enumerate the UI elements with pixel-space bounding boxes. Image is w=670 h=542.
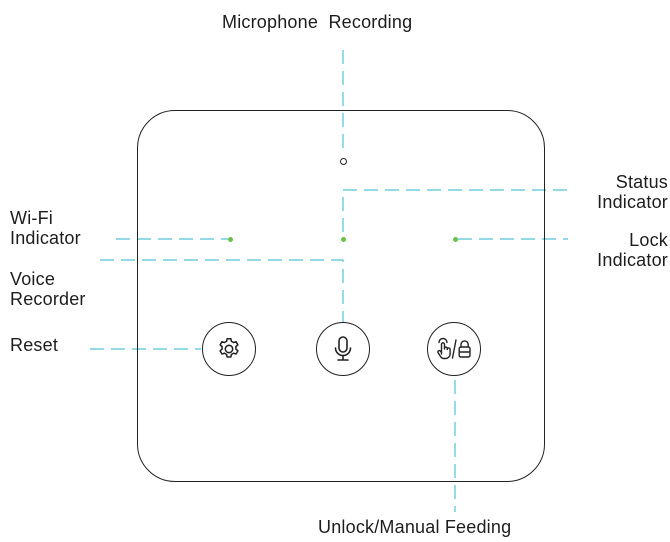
lock-label-line1: Lock <box>629 230 668 250</box>
voice-label-line2: Recorder <box>10 289 86 309</box>
hand-and-lock-icon <box>437 337 471 360</box>
lock-indicator-label: Lock Indicator <box>597 230 668 270</box>
wifi-indicator-label: Wi-Fi Indicator <box>10 208 81 248</box>
voice-recorder-label: Voice Recorder <box>10 269 86 309</box>
gear-icon <box>219 337 239 358</box>
microphone-recording-label: Microphone Recording <box>222 12 413 32</box>
status-leader-line <box>342 189 570 232</box>
device-body <box>137 110 545 482</box>
lock-indicator-led <box>453 237 458 242</box>
reset-button[interactable] <box>202 322 256 376</box>
lock-label-line2: Indicator <box>597 250 668 270</box>
status-indicator-led <box>341 237 346 242</box>
status-label-line2: Indicator <box>597 192 668 212</box>
status-indicator-label: Status Indicator <box>597 172 668 212</box>
microphone-hole <box>340 158 347 165</box>
unlock-manual-feeding-button[interactable] <box>427 322 481 376</box>
reset-label: Reset <box>10 335 59 355</box>
unlock-manual-feeding-label: Unlock/Manual Feeding <box>318 517 512 537</box>
voice-recorder-button[interactable] <box>316 322 370 376</box>
voice-leader-line <box>100 259 344 322</box>
status-label-line1: Status <box>615 172 668 192</box>
wifi-label-line2: Indicator <box>10 228 81 248</box>
wifi-indicator-led <box>228 237 233 242</box>
voice-label-line1: Voice <box>10 269 56 289</box>
wifi-label-line1: Wi-Fi <box>10 208 53 228</box>
microphone-icon <box>334 336 352 361</box>
